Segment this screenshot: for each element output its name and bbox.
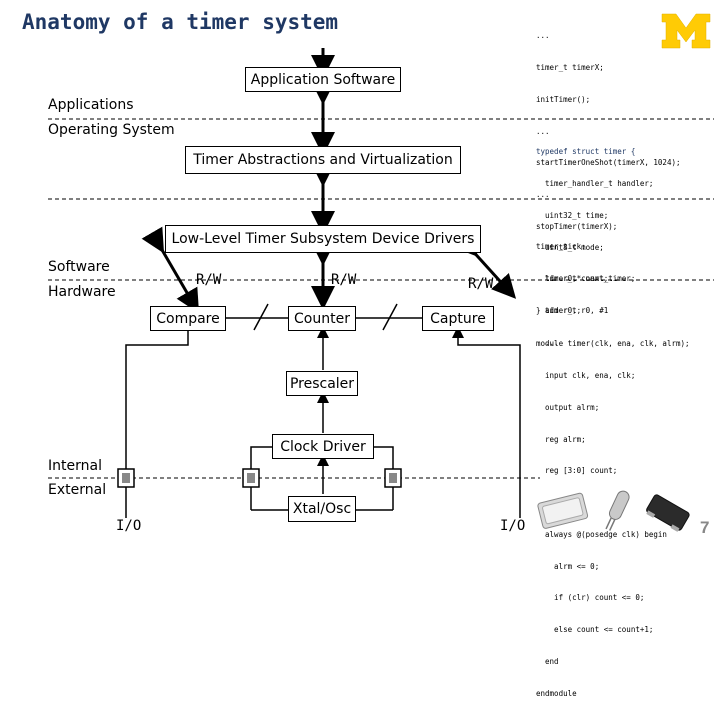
pin-pad-left-io xyxy=(117,468,135,488)
compare-box: Compare xyxy=(150,306,226,331)
diagram-wires xyxy=(48,48,714,518)
io-label-left: I/O xyxy=(116,518,142,534)
layer-label-software: Software xyxy=(48,259,110,275)
code-struct-snippet: typedef struct timer { timer_handler_t h… xyxy=(536,147,654,316)
clock-driver-box: Clock Driver xyxy=(272,434,374,459)
pin-pad-xtal-left xyxy=(242,468,260,488)
layer-label-internal: Internal xyxy=(48,458,102,474)
counter-box: Counter xyxy=(288,306,356,331)
rw-label-right: R/W xyxy=(468,276,494,292)
xtal-osc-box: Xtal/Osc xyxy=(288,496,356,522)
rw-label-left: R/W xyxy=(196,272,222,288)
prescaler-box: Prescaler xyxy=(286,371,358,396)
link-compare-io xyxy=(125,331,189,469)
io-label-right: I/O xyxy=(500,518,526,534)
layer-label-external: External xyxy=(48,482,107,498)
code-asm-snippet: timer_tick: ldr r0, count; add r0, r0, #… xyxy=(536,242,609,347)
pin-pad-xtal-right xyxy=(384,468,402,488)
link-io-capture xyxy=(452,326,521,518)
arrow-rw-capture xyxy=(453,231,517,299)
low-level-drivers-box: Low-Level Timer Subsystem Device Drivers xyxy=(165,225,481,253)
arrow-rw-compare xyxy=(141,226,200,314)
rw-label-center: R/W xyxy=(331,272,357,288)
timer-abstractions-box: Timer Abstractions and Virtualization xyxy=(185,146,461,174)
code-app-snippet: ... timer_t timerX; initTimer(); ... sta… xyxy=(536,31,681,231)
layer-label-hardware: Hardware xyxy=(48,284,116,300)
layer-label-applications: Applications xyxy=(48,97,134,113)
capture-box: Capture xyxy=(422,306,494,331)
application-software-box: Application Software xyxy=(245,67,401,92)
page-number: 7 xyxy=(700,518,710,537)
page-title: Anatomy of a timer system xyxy=(22,10,339,34)
layer-label-operating-system: Operating System xyxy=(48,122,175,138)
crystal-oscillator-photos xyxy=(537,490,690,532)
university-block-m-logo xyxy=(661,13,711,49)
